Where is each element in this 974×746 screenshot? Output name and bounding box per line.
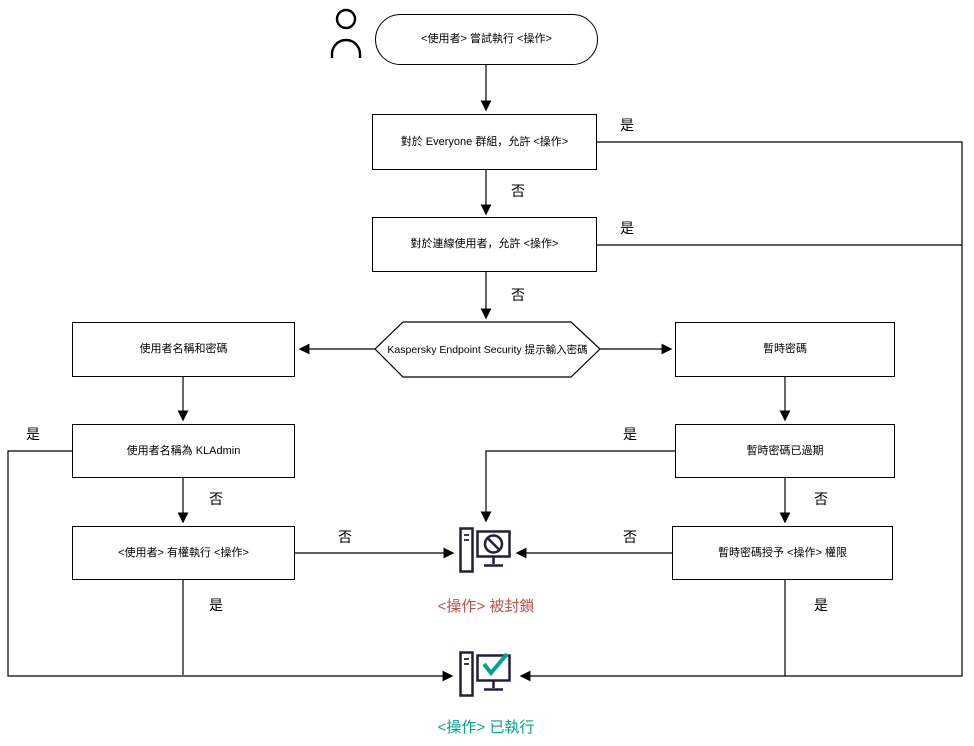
computer-blocked-icon [459,527,511,573]
label-yes-connected: 是 [620,220,634,236]
executed-result-label: <操作> 已執行 [437,719,535,736]
node-everyone-group: 對於 Everyone 群組，允許 <操作> [372,114,597,170]
node-connected-users: 對於連線使用者，允許 <操作> [372,217,597,272]
node-kladmin: 使用者名稱為 KLAdmin [72,424,295,478]
node-temp-grants: 暫時密碼授予 <操作> 權限 [672,526,893,580]
label-no-everyone: 否 [511,183,525,199]
decision-hexagon [374,321,601,378]
node-password-prompt: Kaspersky Endpoint Security 提示輸入密碼 [387,344,588,356]
label-yes-userright: 是 [209,597,223,613]
node-user-has-right: <使用者> 有權執行 <操作> [72,526,295,580]
node-start: <使用者> 嘗試執行 <操作> [375,14,598,65]
computer-executed-icon [459,651,511,697]
label-no-tempexpired: 否 [814,491,828,507]
node-temp-password: 暫時密碼 [675,322,895,377]
label-no-connected: 否 [511,287,525,303]
blocked-result-label: <操作> 被封鎖 [437,598,535,615]
label-no-tempgrant: 否 [623,529,637,545]
user-icon [330,8,362,58]
node-temp-expired: 暫時密碼已過期 [675,424,895,478]
label-no-kladmin: 否 [209,491,223,507]
label-yes-tempgrant: 是 [814,597,828,613]
label-yes-tempexpired: 是 [623,426,637,442]
node-username-password: 使用者名稱和密碼 [72,322,295,377]
label-yes-everyone: 是 [620,117,634,133]
label-yes-kladmin: 是 [26,426,40,442]
label-no-userright: 否 [338,529,352,545]
